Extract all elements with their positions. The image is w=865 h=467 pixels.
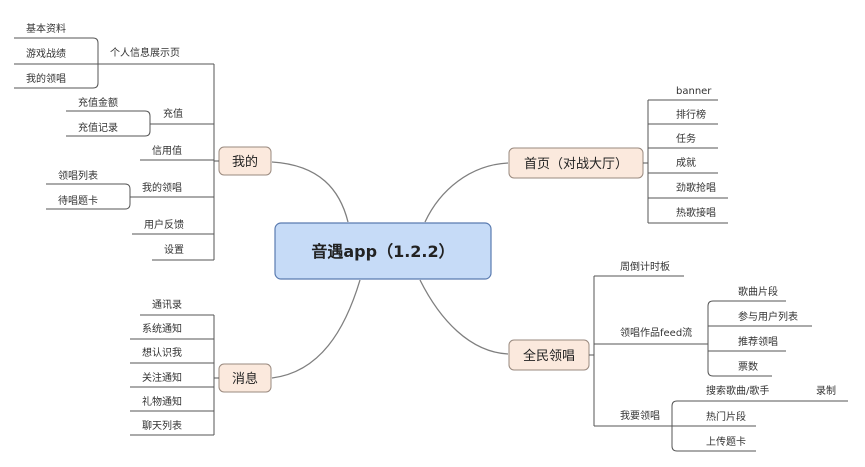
sing-feed-item-2: 推荐领唱 <box>738 335 778 348</box>
root-label: 音遇app（1.2.2） <box>311 242 454 261</box>
sing-record-label: 录制 <box>816 384 836 397</box>
mine-mylead-bracket <box>46 183 131 210</box>
messages-item-5: 聊天列表 <box>142 419 182 432</box>
connector-root-sing <box>419 279 509 355</box>
home-item-0: banner <box>676 86 712 97</box>
messages-item-0: 通讯录 <box>152 299 182 311</box>
mine-profile-label: 个人信息展示页 <box>110 46 180 59</box>
messages-spine <box>213 315 219 435</box>
mine-profile-item-2: 我的领唱 <box>26 72 66 85</box>
sing-mysing-item-0: 热门片段 <box>706 410 746 423</box>
home-spine <box>643 100 649 223</box>
mine-mylead-item-1: 待唱题卡 <box>58 194 98 207</box>
root-node[interactable] <box>274 222 492 280</box>
connector-root-messages <box>271 279 361 379</box>
sing-countdown-label: 周倒计时板 <box>620 260 670 273</box>
connector-root-mine <box>271 161 349 223</box>
sing-feed-item-1: 参与用户列表 <box>738 310 798 323</box>
mine-feedback-label: 用户反馈 <box>144 218 184 231</box>
sing-feed-label: 领唱作品feed流 <box>620 326 692 339</box>
home-item-1: 排行榜 <box>676 108 706 121</box>
home-item-2: 任务 <box>676 132 696 145</box>
mine-credit-label: 信用值 <box>152 144 182 157</box>
home-label: 首页（对战大厅） <box>524 157 628 172</box>
mine-recharge-item-0: 充值金额 <box>78 96 118 109</box>
sing-feed-bracket <box>707 300 786 377</box>
mine-mylead-label: 我的领唱 <box>142 181 182 194</box>
mine-settings-label: 设置 <box>164 244 184 256</box>
sing-mysing-item-1: 上传题卡 <box>706 435 746 448</box>
mine-recharge-bracket <box>66 110 151 137</box>
sing-label: 全民领唱 <box>523 348 575 364</box>
messages-item-3: 关注通知 <box>142 371 182 384</box>
mine-profile-item-0: 基本资料 <box>26 22 66 35</box>
mine-profile-bracket <box>14 37 99 89</box>
mine-recharge-label: 充值 <box>163 107 183 120</box>
mine-label: 我的 <box>232 154 258 170</box>
mine-mylead-item-0: 领唱列表 <box>58 169 98 182</box>
mine-spine <box>213 64 219 260</box>
messages-item-4: 礼物通知 <box>142 395 182 408</box>
home-item-4: 劲歌抢唱 <box>676 181 716 194</box>
messages-item-2: 想认识我 <box>142 346 182 359</box>
sing-feed-item-3: 票数 <box>738 360 758 373</box>
home-item-5: 热歌接唱 <box>676 206 716 219</box>
sing-mysing-label: 我要领唱 <box>620 409 660 422</box>
sing-search-label: 搜索歌曲/歌手 <box>706 384 769 397</box>
messages-item-1: 系统通知 <box>142 322 182 335</box>
home-item-3: 成就 <box>676 156 696 169</box>
mine-profile-item-1: 游戏战绩 <box>26 47 66 60</box>
sing-spine <box>589 276 595 426</box>
mine-recharge-item-1: 充值记录 <box>78 121 118 134</box>
messages-label: 消息 <box>232 371 258 387</box>
connector-root-home <box>424 162 509 223</box>
sing-feed-item-0: 歌曲片段 <box>738 285 778 298</box>
